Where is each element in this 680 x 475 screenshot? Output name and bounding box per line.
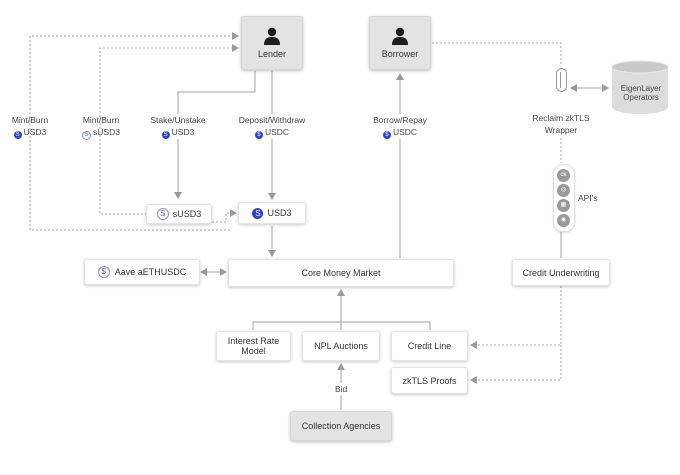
aave-coin-icon: $ [97,266,110,278]
susd3-node[interactable]: S sUSD3 [146,204,212,224]
credit-underwriting-node[interactable]: Credit Underwriting [512,259,610,286]
bid-label: Bid [334,383,349,395]
aave-label: Aave aETHUSDC [114,267,187,277]
susd3-coin-icon: S [82,131,92,140]
collection-agencies-node[interactable]: Collection Agencies [290,411,392,441]
person-icon [392,27,408,45]
borrower-label: Borrower [381,49,419,59]
eigenlayer-label: EigenLayer Operators [620,84,662,102]
usd3-coin-icon: S [13,131,22,139]
npl-auctions-label: NPL Auctions [314,341,368,351]
susd3-label: sUSD3 [172,209,202,219]
lender-label: Lender [257,49,287,59]
credit-line-label: Credit Line [407,341,452,351]
api-grid-icon: ▦ [557,199,570,212]
zktls-proofs-label: zkTLS Proofs [402,375,457,386]
edge-underwriting-zktls [470,345,562,384]
deposit-withdraw-label: Deposit/Withdraw $USDC [236,114,308,139]
usd3-coin-icon: S [252,207,264,219]
usdc-coin-icon: $ [382,131,391,139]
reclaim-label-line2: Wrapper [544,125,578,135]
core-money-market-label: Core Money Market [301,268,381,278]
aave-node[interactable]: $ Aave aETHUSDC [84,259,200,285]
zktls-proofs-node[interactable]: zkTLS Proofs [391,367,468,394]
collection-agencies-label: Collection Agencies [301,421,381,431]
borrow-repay-label: Borrow/Repay $USDC [370,114,430,139]
lender-node[interactable]: Lender [241,16,303,70]
usdc-coin-icon: $ [254,131,263,139]
susd3-coin-icon: S [156,208,169,220]
usd3-label: USD3 [267,208,292,218]
reclaim-label-line1: Reclaim zkTLS [532,113,590,123]
api-record-icon: ◉ [557,214,570,227]
eigenlayer-database-icon[interactable] [611,60,671,116]
edge-mint-burn-usd3 [29,32,239,231]
usd3-coin-icon: S [161,131,170,139]
interest-rate-label-line1: Interest Rate [227,336,280,346]
credit-underwriting-label: Credit Underwriting [522,267,600,278]
borrower-node[interactable]: Borrower [369,16,431,70]
api-cloud-icon: ck [557,169,570,182]
edge-susd3-usd3 [212,209,237,223]
npl-auctions-node[interactable]: NPL Auctions [302,331,380,361]
api-strip[interactable]: ck ◎ ▦ ◉ [553,164,575,232]
core-money-market-node[interactable]: Core Money Market [228,259,454,287]
reclaim-wrapper-icon[interactable] [556,68,567,92]
edge-underwriting-creditline [470,286,562,349]
edge-mint-burn-susd3 [99,44,239,215]
interest-rate-label-line2: Model [241,346,266,356]
api-target-icon: ◎ [557,184,570,197]
person-icon [264,27,280,45]
apis-label: API's [578,193,598,203]
credit-line-node[interactable]: Credit Line [391,331,468,361]
usd3-node[interactable]: S USD3 [238,202,306,224]
interest-rate-model-node[interactable]: Interest Rate Model [216,331,291,361]
edge-stake-unstake [174,71,256,199]
edge-borrower-reclaim [432,42,562,66]
